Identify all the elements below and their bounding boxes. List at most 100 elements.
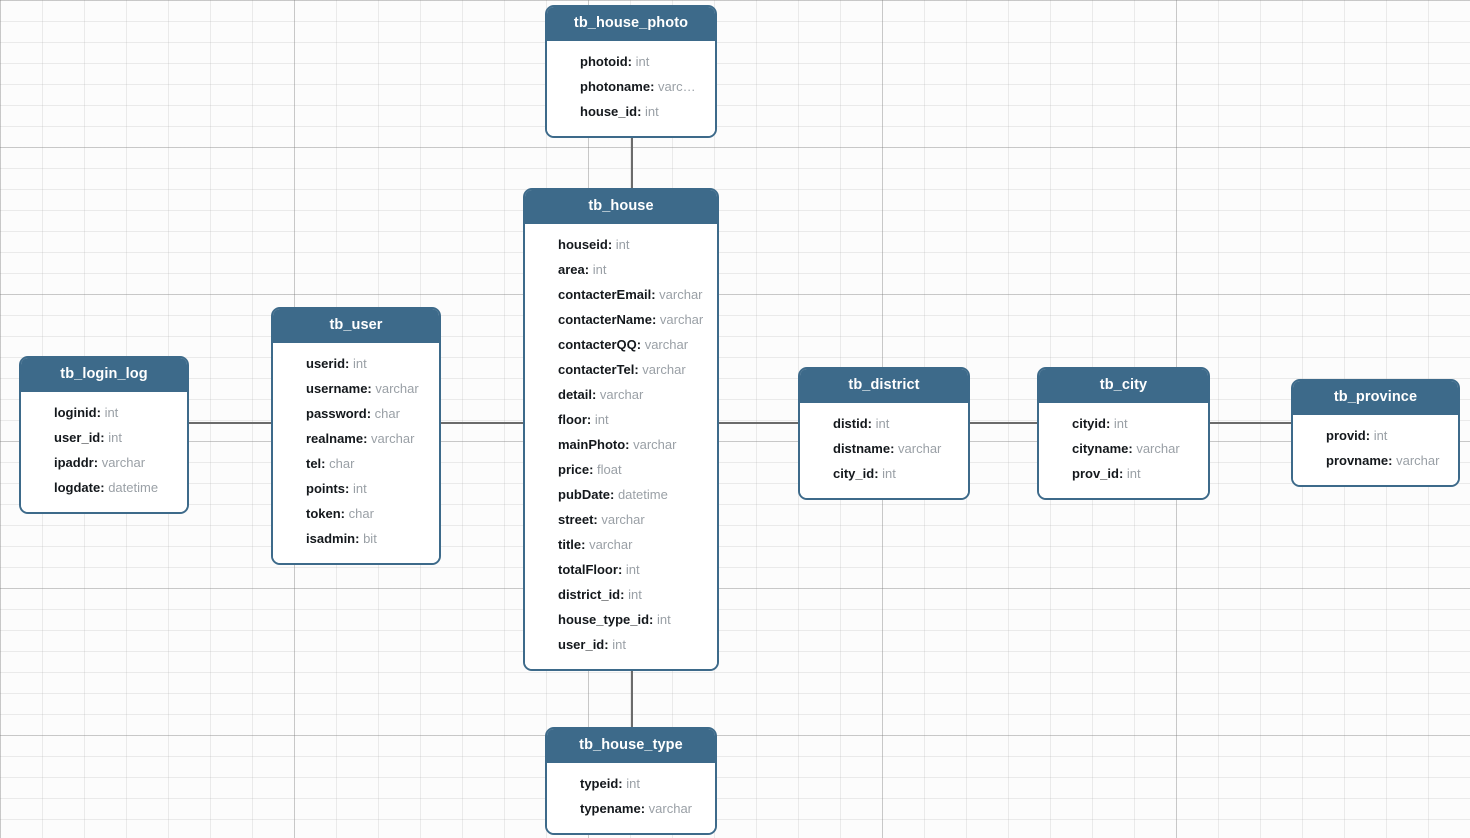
field-row[interactable]: ipaddr: varchar	[21, 450, 187, 475]
field-row[interactable]: contacterEmail: varchar	[525, 282, 717, 307]
field-separator: :	[1118, 465, 1127, 481]
field-separator: :	[366, 405, 375, 421]
field-row[interactable]: provname: varchar	[1293, 448, 1458, 473]
field-separator: :	[617, 561, 626, 577]
field-row[interactable]: title: varchar	[525, 532, 717, 557]
field-type: int	[615, 236, 630, 252]
field-row[interactable]: isadmin: bit	[273, 526, 439, 551]
field-row[interactable]: user_id: int	[21, 425, 187, 450]
field-row[interactable]: contacterQQ: varchar	[525, 332, 717, 357]
field-separator: :	[1365, 427, 1374, 443]
field-row[interactable]: password: char	[273, 401, 439, 426]
field-separator: :	[634, 361, 643, 377]
field-separator: :	[363, 430, 372, 446]
field-row[interactable]: contacterTel: varchar	[525, 357, 717, 382]
field-row[interactable]: typename: varchar	[547, 796, 715, 821]
field-name: photoid	[580, 53, 628, 69]
field-name: mainPhoto	[558, 436, 626, 452]
field-name: house_id	[580, 103, 638, 119]
field-type: int	[628, 586, 642, 602]
field-row[interactable]: typeid: int	[547, 771, 715, 796]
field-type: int	[656, 611, 671, 627]
field-row[interactable]: distname: varchar	[800, 436, 968, 461]
field-type: varchar	[1396, 452, 1440, 468]
relation-line[interactable]	[441, 422, 523, 424]
field-row[interactable]: prov_id: int	[1039, 461, 1208, 486]
field-name: contacterName	[558, 311, 652, 327]
relation-line[interactable]	[631, 665, 633, 727]
field-type: varchar	[659, 286, 703, 302]
field-separator: :	[625, 436, 634, 452]
field-separator: :	[890, 440, 899, 456]
field-name: user_id	[558, 636, 605, 652]
field-row[interactable]: houseid: int	[525, 232, 717, 257]
relation-line[interactable]	[631, 131, 633, 188]
field-row[interactable]: house_id: int	[547, 99, 715, 124]
field-type: int	[352, 355, 367, 371]
field-row[interactable]: totalFloor: int	[525, 557, 717, 582]
field-separator: :	[593, 511, 602, 527]
field-type: varchar	[642, 361, 686, 377]
field-row[interactable]: loginid: int	[21, 400, 187, 425]
field-separator: :	[649, 611, 657, 627]
field-name: contacterQQ	[558, 336, 637, 352]
field-row[interactable]: photoname: varc…	[547, 74, 715, 99]
field-separator: :	[607, 236, 616, 252]
entity-title-tb_house_type: tb_house_type	[547, 729, 715, 763]
field-row[interactable]: pubDate: datetime	[525, 482, 717, 507]
field-row[interactable]: street: varchar	[525, 507, 717, 532]
field-type: char	[348, 505, 374, 521]
field-row[interactable]: floor: int	[525, 407, 717, 432]
relation-line[interactable]	[189, 422, 271, 424]
relation-line[interactable]	[1210, 422, 1291, 424]
field-row[interactable]: mainPhoto: varchar	[525, 432, 717, 457]
field-row[interactable]: detail: varchar	[525, 382, 717, 407]
field-row[interactable]: photoid: int	[547, 49, 715, 74]
field-row[interactable]: contacterName: varchar	[525, 307, 717, 332]
field-separator: :	[340, 505, 349, 521]
field-row[interactable]: userid: int	[273, 351, 439, 376]
field-row[interactable]: logdate: datetime	[21, 475, 187, 500]
field-row[interactable]: distid: int	[800, 411, 968, 436]
field-row[interactable]: city_id: int	[800, 461, 968, 486]
relation-line[interactable]	[970, 422, 1037, 424]
field-row[interactable]: cityid: int	[1039, 411, 1208, 436]
relation-line[interactable]	[719, 422, 798, 424]
field-separator: :	[636, 336, 645, 352]
field-row[interactable]: provid: int	[1293, 423, 1458, 448]
field-name: contacterEmail	[558, 286, 652, 302]
field-name: contacterTel	[558, 361, 635, 377]
field-row[interactable]: username: varchar	[273, 376, 439, 401]
field-row[interactable]: user_id: int	[525, 632, 717, 657]
field-name: typeid	[580, 775, 619, 791]
field-row[interactable]: house_type_id: int	[525, 607, 717, 632]
field-separator: :	[867, 415, 876, 431]
field-separator: :	[591, 386, 600, 402]
field-name: typename	[580, 800, 641, 816]
field-row[interactable]: district_id: int	[525, 582, 717, 607]
field-type: varchar	[601, 511, 645, 527]
entity-title-tb_login_log: tb_login_log	[21, 358, 187, 392]
field-row[interactable]: area: int	[525, 257, 717, 282]
field-row[interactable]: cityname: varchar	[1039, 436, 1208, 461]
field-row[interactable]: price: float	[525, 457, 717, 482]
field-name: district_id	[558, 586, 621, 602]
field-row[interactable]: realname: varchar	[273, 426, 439, 451]
field-row[interactable]: token: char	[273, 501, 439, 526]
field-row[interactable]: tel: char	[273, 451, 439, 476]
field-separator: :	[1388, 452, 1397, 468]
field-row[interactable]: points: int	[273, 476, 439, 501]
entity-title-tb_city: tb_city	[1039, 369, 1208, 403]
field-type: int	[625, 561, 640, 577]
